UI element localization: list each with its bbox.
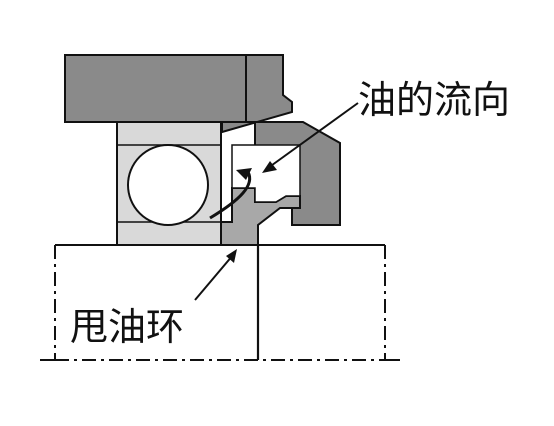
ball [127,144,209,226]
oil-slinger-leader [194,254,234,301]
housing [64,54,293,134]
label-oil-flow: 油的流向 [358,78,510,122]
label-oil-slinger: 甩油环 [70,305,184,349]
oil-flow-leader [267,102,359,169]
oil-channel [231,144,301,203]
oil-flow-curve [209,171,252,220]
bearing [116,121,222,246]
